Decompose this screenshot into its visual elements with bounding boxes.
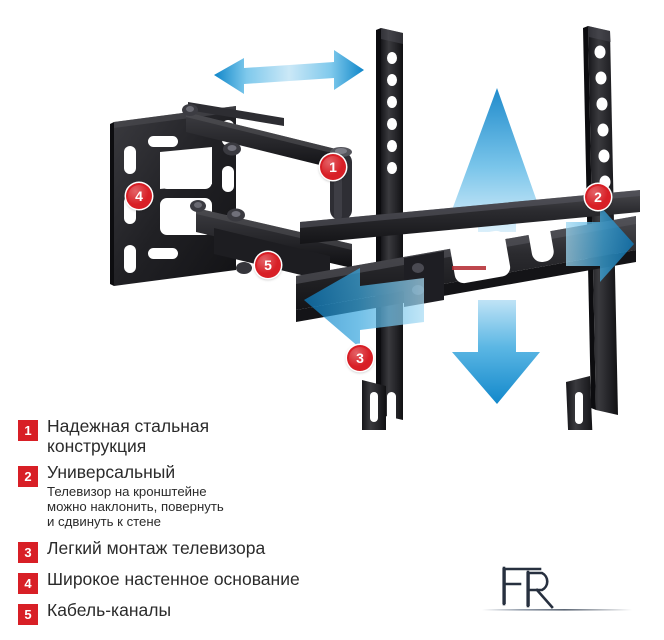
legend-text-2: Универсальный Телевизор на кронштейне мо… [47, 463, 448, 530]
legend-title-5: Кабель-каналы [47, 599, 172, 620]
callout-badge-3-number: 3 [356, 350, 364, 366]
rail-extension-right [566, 376, 593, 430]
feature-legend: 1 Надежная стальная конструкция 2 Универ… [18, 416, 448, 632]
legend-text-5: Кабель-каналы [47, 599, 448, 621]
callout-badge-4[interactable]: 4 [126, 183, 152, 209]
callout-badge-5-number: 5 [264, 257, 272, 273]
legend-subtitle-2-line1: Телевизор на кронштейне [47, 483, 207, 499]
callout-badge-2-number: 2 [594, 189, 602, 205]
legend-badge-5-number: 5 [24, 606, 32, 622]
legend-badge-1-number: 1 [24, 423, 32, 438]
legend-title-1-line1: Надежная стальная [47, 416, 210, 436]
legend-badge-5: 5 [18, 603, 38, 625]
legend-badge-4: 4 [18, 572, 38, 594]
legend-text-4: Широкое настенное основание [47, 568, 448, 590]
legend-title-4: Широкое настенное основание [47, 568, 300, 589]
legend-badge-4-number: 4 [24, 575, 32, 591]
callout-badge-1-number: 1 [329, 159, 337, 175]
swivel-double-arrow [214, 50, 364, 94]
callout-badge-2[interactable]: 2 [585, 184, 611, 210]
callout-badge-1[interactable]: 1 [320, 154, 346, 180]
brand-logo [482, 560, 632, 618]
legend-title-1: Надежная стальная конструкция [47, 416, 448, 456]
legend-item-1: 1 Надежная стальная конструкция [18, 416, 448, 456]
legend-subtitle-2-line2: можно наклонить, повернуть [47, 499, 224, 515]
legend-item-3: 3 Легкий монтаж телевизора [18, 537, 448, 563]
legend-title-2: Универсальный [47, 462, 176, 483]
rail-extension-left [362, 380, 386, 430]
legend-subtitle-2-line3: и сдвинуть к стене [47, 514, 162, 530]
upper-cross-bar [300, 190, 640, 244]
callout-badge-3[interactable]: 3 [347, 345, 373, 371]
legend-item-5: 5 Кабель-каналы [18, 599, 448, 625]
articulating-arm-upper [186, 102, 348, 172]
legend-text-1: Надежная стальная конструкция [47, 416, 448, 456]
legend-item-4: 4 Широкое настенное основание [18, 568, 448, 594]
callout-badge-5[interactable]: 5 [255, 252, 281, 278]
legend-title-1-line2: конструкция [47, 435, 147, 456]
arm-joint-bolts [182, 104, 252, 274]
extend-left-arrow [304, 268, 424, 348]
product-illustration [110, 26, 640, 430]
extend-right-arrow [566, 206, 634, 282]
legend-badge-3: 3 [18, 541, 38, 563]
legend-item-2: 2 Универсальный Телевизор на кронштейне … [18, 463, 448, 530]
legend-text-3: Легкий монтаж телевизора [47, 537, 448, 559]
tilt-up-arrow [452, 88, 540, 232]
legend-title-3: Легкий монтаж телевизора [47, 537, 266, 558]
legend-badge-2-number: 2 [24, 469, 32, 485]
legend-badge-2: 2 [18, 466, 38, 488]
legend-subtitle-2: Телевизор на кронштейне можно наклонить,… [47, 484, 448, 530]
legend-badge-1: 1 [18, 420, 38, 441]
callout-badge-4-number: 4 [135, 188, 143, 204]
tilt-down-arrow [452, 300, 540, 404]
legend-badge-3-number: 3 [24, 544, 32, 560]
